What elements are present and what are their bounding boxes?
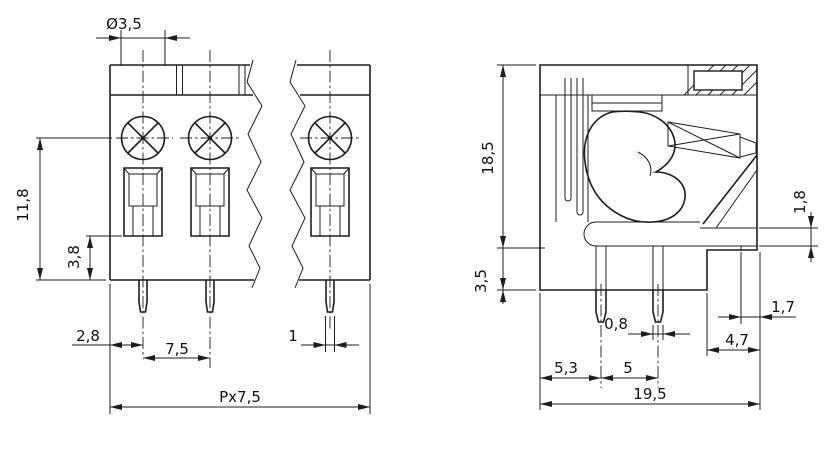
dim-pin-width: 1 <box>288 316 359 352</box>
dim-label: Ø3,5 <box>106 15 142 33</box>
wire-opening-1 <box>123 167 163 237</box>
opening-inner <box>128 173 158 207</box>
screw-head-2 <box>187 115 233 161</box>
dim-overall-depth: 19,5 <box>540 385 760 407</box>
dim-arrows <box>313 342 347 348</box>
dim-lines <box>497 234 545 304</box>
dim-arrows <box>601 375 658 381</box>
dim-lines <box>72 284 143 414</box>
dim-opening-to-bottom: 3,8 <box>65 235 122 280</box>
dim-lines <box>539 293 601 410</box>
front-view: Ø3,5 11,8 3,8 2,8 7,5 1 <box>14 15 371 414</box>
dim-label: 3,8 <box>65 245 83 269</box>
dim-label: 1,8 <box>791 190 809 214</box>
dim-label: 1,7 <box>771 298 795 316</box>
screw-cross-slot <box>314 122 346 154</box>
opening-outer <box>310 167 350 237</box>
dim-label: 5,3 <box>554 359 578 377</box>
dim-label: 2,8 <box>76 327 100 345</box>
dim-pole-pitch: 7,5 <box>143 340 210 361</box>
solder-pin-2 <box>205 280 215 313</box>
clamp-inner-line <box>637 151 652 177</box>
dim-label: 3,5 <box>472 269 490 293</box>
opening-outer <box>190 167 230 237</box>
break-line-right <box>289 59 306 289</box>
screw-circle <box>120 115 166 161</box>
dim-lines <box>628 325 690 340</box>
side-pin-centerlines <box>600 284 659 388</box>
dim-arrows <box>707 347 760 353</box>
wire-slot <box>583 221 757 250</box>
clamp-screw-tip <box>739 136 757 158</box>
dim-arrows <box>87 236 93 280</box>
wire-opening-2 <box>190 167 230 237</box>
break-line-left <box>246 59 263 289</box>
solder-pin-3 <box>325 280 335 313</box>
dim-label: 4,7 <box>725 331 749 349</box>
side-view: 18,5 3,5 1,8 1,7 4,7 0,8 <box>472 64 818 410</box>
opening-detail <box>310 167 350 236</box>
screw-head-top <box>591 94 663 112</box>
dim-overall-height: 18,5 <box>479 64 536 291</box>
dim-screw-axis-to-bottom: 11,8 <box>14 137 112 281</box>
dim-front-to-first-pin: 5,3 <box>539 293 601 410</box>
clamp-spring <box>583 110 686 223</box>
wire-funnel-inner <box>715 169 758 229</box>
opening-detail <box>123 167 163 236</box>
screw-cross-slot <box>127 122 159 154</box>
dim-label: 11,8 <box>14 188 32 221</box>
dim-arrows <box>641 331 675 337</box>
pin-shank-lines <box>595 246 664 290</box>
dim-screw-diameter: Ø3,5 <box>96 15 190 66</box>
screw-head-1 <box>120 115 166 161</box>
front-segment-dividers <box>176 65 246 95</box>
opening-detail <box>190 167 230 236</box>
dim-bottom-step-width: 4,7 <box>706 252 761 410</box>
hatch-window <box>693 70 743 91</box>
front-vertical-centerlines <box>142 50 331 368</box>
dim-label: 19,5 <box>633 385 666 403</box>
dim-label: Px7,5 <box>219 388 261 406</box>
dim-arrows <box>808 216 814 258</box>
dim-base-height: 3,5 <box>472 234 545 304</box>
dim-arrows <box>729 314 772 320</box>
dim-lines <box>110 284 371 414</box>
screw-circle <box>187 115 233 161</box>
dim-arrows <box>110 342 143 348</box>
dim-total-width: Px7,5 <box>110 284 371 414</box>
opening-inner <box>315 173 345 207</box>
opening-inner <box>195 173 225 207</box>
screw-head-3 <box>307 115 353 161</box>
dim-wire-entry-height: 1,8 <box>759 190 818 262</box>
dim-label: 7,5 <box>165 340 189 358</box>
dim-label: 18,5 <box>479 141 497 174</box>
side-left-slots <box>564 78 584 216</box>
dim-lines <box>301 316 359 352</box>
dim-lines <box>497 64 536 291</box>
dim-pin-thickness: 0,8 <box>604 315 690 340</box>
dim-label: 1 <box>288 327 298 345</box>
dim-lines <box>36 137 112 281</box>
dim-label: 0,8 <box>604 315 628 333</box>
dim-label: 5 <box>623 359 633 377</box>
screw-circle <box>307 115 353 161</box>
clamp-screw-cross <box>667 121 741 159</box>
wire-funnel-edge <box>702 154 758 225</box>
dim-edge-to-first-pin: 2,8 <box>72 284 143 414</box>
dim-pin-to-edge-offset: 1,7 <box>718 252 796 324</box>
dim-pin-row-spacing: 5 <box>601 359 658 381</box>
wire-opening-3 <box>310 167 350 237</box>
opening-outer <box>123 167 163 237</box>
solder-pin-1 <box>138 280 148 313</box>
screw-cross-slot <box>194 122 226 154</box>
side-outline <box>539 64 758 291</box>
